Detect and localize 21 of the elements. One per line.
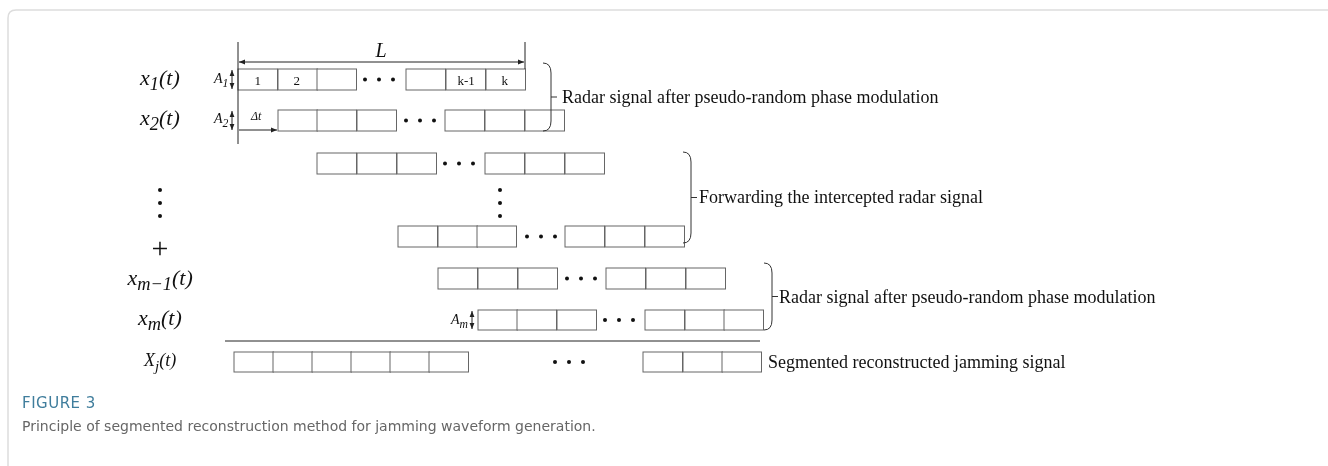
cell-number: 1 xyxy=(254,73,261,87)
amplitude-label: A$_{m}$ xyxy=(451,312,468,330)
signal-label: x$_{m}$(t) xyxy=(138,306,182,334)
signal-label: x$_{m−1}$(t) xyxy=(127,266,193,294)
annotation-text: Radar signal after pseudo-random phase modulation xyxy=(562,88,939,106)
amplitude-label: A$_{2}$ xyxy=(214,111,229,129)
signal-label: x$_{1}$(t) xyxy=(140,66,180,94)
annotation-text: Radar signal after pseudo-random phase modulation xyxy=(779,288,1156,306)
annotation-text: Forwarding the intercepted radar signal xyxy=(699,188,983,206)
cell-number: k-1 xyxy=(457,73,475,87)
delay-label: Δt xyxy=(251,110,262,122)
signal-label: X$_{j}$(t) xyxy=(144,350,177,374)
plus-sign: + xyxy=(151,233,169,263)
amplitude-label: A$_{1}$ xyxy=(214,71,229,89)
cell-number: 2 xyxy=(293,73,300,87)
figure-title: FIGURE 3 xyxy=(22,394,96,412)
annotation-text: Segmented reconstructed jamming signal xyxy=(768,353,1066,371)
signal-label: x$_{2}$(t) xyxy=(140,106,180,134)
length-label: L xyxy=(375,40,387,60)
cell-number: k xyxy=(501,73,508,87)
figure-caption: Principle of segmented reconstruction method for jamming waveform generation. xyxy=(22,418,596,434)
